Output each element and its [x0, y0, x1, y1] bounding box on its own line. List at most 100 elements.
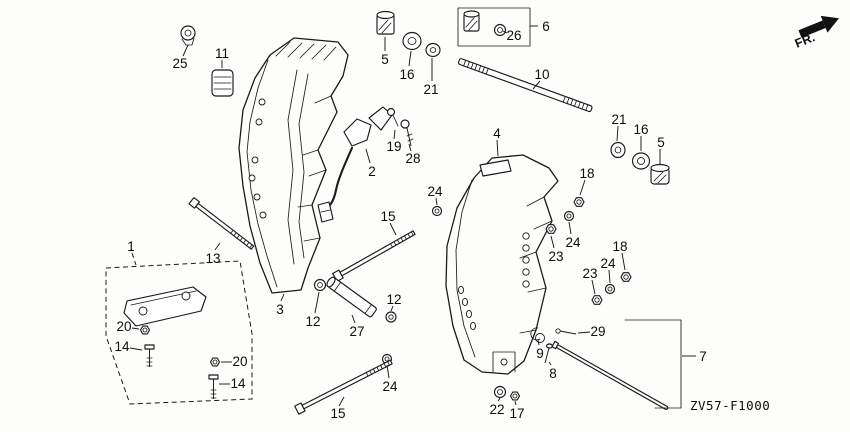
- callout-label-21-top: 21: [423, 82, 438, 97]
- callout-label-19: 19: [386, 139, 401, 154]
- callout-label-24-left: 24: [427, 184, 443, 199]
- stud-bolt-part-10: [457, 58, 593, 113]
- washer-part-21-top: [425, 42, 441, 58]
- callout-9: 9: [536, 339, 544, 361]
- nut-part-23-clusterA: [545, 224, 557, 234]
- callout-label-23-b: 23: [582, 266, 597, 281]
- callout-13: 13: [205, 242, 221, 266]
- callout-label-24-b: 24: [600, 256, 616, 271]
- callout-label-10: 10: [534, 67, 549, 82]
- stern-bracket: [445, 154, 559, 375]
- callout-label-22: 22: [489, 402, 504, 417]
- callout-label-5-right: 5: [657, 135, 665, 150]
- bracket-line-part-7: [624, 319, 682, 409]
- pivot-bushing-part-12-right: [385, 311, 397, 323]
- bushing-part-5-right: [650, 163, 670, 185]
- callout-18-upper: 18: [579, 166, 595, 196]
- callout-label-14-left: 14: [114, 339, 130, 354]
- callout-label-17: 17: [509, 406, 524, 421]
- fr-direction-arrow: FR.: [793, 15, 839, 51]
- anchor-rod-part-7: [551, 340, 669, 410]
- clip-part-9: [530, 327, 541, 341]
- callouts: 25 11 5 16 21 26 6 10 21 16 5 4 18 24 19…: [114, 19, 706, 421]
- callout-18-lower: 18: [612, 239, 628, 271]
- callout-15-lower: 15: [330, 396, 346, 421]
- callout-12-right: 12: [386, 292, 402, 312]
- cotter-pin-part-29: [555, 328, 577, 335]
- callout-19: 19: [386, 129, 402, 154]
- callout-label-23-a: 23: [548, 249, 563, 264]
- detail-box-part-6: [457, 7, 531, 47]
- callout-20-left: 20: [116, 319, 140, 334]
- drawing-code: ZV57-F1000: [690, 398, 770, 413]
- grommet-part-25: [180, 25, 196, 46]
- callout-label-11: 11: [215, 46, 229, 61]
- callout-label-16-top: 16: [399, 67, 414, 82]
- bushing-part-5-top: [376, 10, 395, 35]
- callout-label-21-right: 21: [611, 112, 626, 127]
- washer-part-24-clusterB: [604, 283, 616, 295]
- callout-label-18-lower: 18: [612, 239, 627, 254]
- callout-3: 3: [276, 293, 285, 317]
- pivot-bushing-part-12-left: [313, 278, 327, 292]
- callout-label-6: 6: [542, 19, 550, 34]
- callout-16-top: 16: [399, 50, 415, 82]
- callout-24-b: 24: [600, 256, 616, 284]
- callout-23-b: 23: [582, 266, 598, 295]
- nut-part-20-bottom: [209, 357, 221, 367]
- callout-label-20-bottom: 20: [232, 354, 247, 369]
- rubber-bushing-part-11: [211, 69, 234, 97]
- pin-part-8: [544, 343, 554, 364]
- callout-label-16-right: 16: [633, 122, 648, 137]
- ring-part-16-top: [402, 31, 422, 51]
- screw-part-19: [386, 107, 399, 127]
- callout-23-a: 23: [548, 235, 564, 264]
- callout-label-12-left: 12: [305, 314, 320, 329]
- callout-label-28: 28: [405, 151, 420, 166]
- washer-part-24-clusterA: [563, 210, 575, 222]
- callout-label-29: 29: [590, 324, 605, 339]
- callout-label-13: 13: [205, 251, 220, 266]
- callout-11: 11: [215, 46, 229, 68]
- callout-label-24-a: 24: [565, 235, 581, 250]
- callout-label-1: 1: [127, 239, 135, 254]
- callout-label-3: 3: [276, 302, 284, 317]
- callout-2: 2: [365, 148, 376, 179]
- callout-label-25: 25: [172, 56, 187, 71]
- callout-21-top: 21: [423, 58, 439, 97]
- bolt-part-28: [400, 119, 414, 147]
- callout-27: 27: [349, 314, 365, 339]
- washer-part-24-left: [431, 205, 443, 217]
- callout-label-4: 4: [493, 126, 501, 141]
- callout-label-12-right: 12: [386, 292, 401, 307]
- callout-label-18-upper: 18: [579, 166, 594, 181]
- harness-clamp-part-2: [317, 106, 393, 223]
- ring-part-16-right: [631, 152, 651, 170]
- callout-label-14-bottom: 14: [230, 376, 246, 391]
- bolt-part-15-upper: [332, 230, 416, 282]
- callout-label-7: 7: [699, 349, 707, 364]
- callout-label-26: 26: [506, 28, 521, 43]
- callout-12-left: 12: [305, 291, 321, 329]
- callout-20-bottom: 20: [221, 354, 248, 369]
- callout-28: 28: [405, 143, 421, 166]
- bolt-part-14-left: [144, 344, 155, 367]
- callout-29: 29: [577, 324, 606, 339]
- bolt-part-15-lower: [294, 359, 393, 415]
- nut-part-18-upper: [573, 197, 585, 207]
- bolt-part-22: [493, 385, 507, 399]
- callout-22: 22: [489, 397, 505, 417]
- callout-10: 10: [532, 67, 550, 90]
- fr-arrow-shaft: [798, 20, 826, 38]
- fr-label: FR.: [793, 30, 817, 51]
- callout-label-2: 2: [368, 164, 376, 179]
- callout-5-right: 5: [657, 135, 665, 164]
- nut-part-20-left: [139, 325, 151, 335]
- callout-14-left: 14: [114, 339, 143, 354]
- callout-1: 1: [127, 239, 137, 266]
- callout-14-bottom: 14: [219, 376, 246, 391]
- callout-label-27: 27: [349, 324, 364, 339]
- washer-part-21-right: [610, 141, 626, 159]
